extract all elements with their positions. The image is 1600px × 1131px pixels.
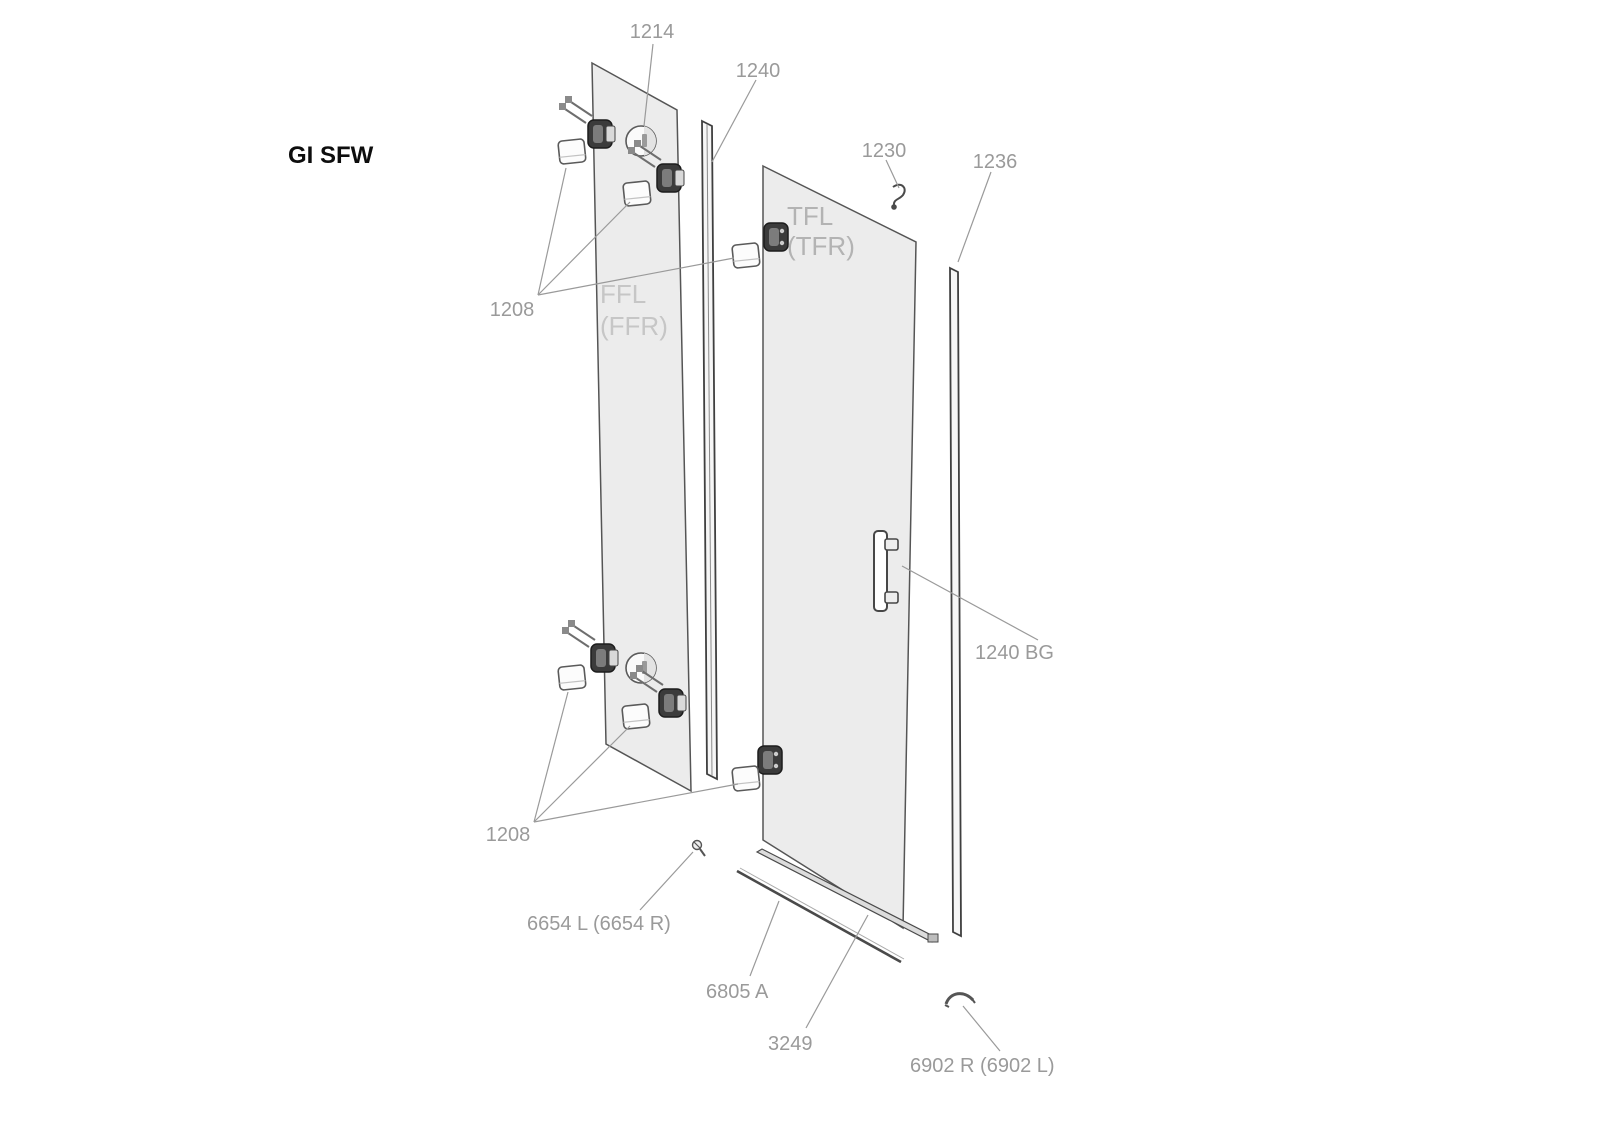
mounting-cap-1208 [621, 702, 651, 731]
diagram-title: GI SFW [288, 142, 374, 169]
leader-lines [533, 43, 1039, 1052]
part-label-1240: 1240 [736, 60, 781, 82]
part-label-1208-bottom: 1208 [486, 824, 531, 846]
door-clamp-top [763, 222, 789, 252]
mounting-cap-1208 [622, 179, 652, 208]
part-label-1230: 1230 [862, 140, 907, 162]
seal-strip-3249 [755, 848, 939, 943]
part-label-1214: 1214 [630, 21, 675, 43]
hook-1230 [891, 183, 906, 210]
part-label-3249: 3249 [768, 1033, 813, 1055]
wall-profile-edge [706, 123, 713, 777]
panel-label-tfl: TFL [787, 201, 833, 231]
part-label-6654: 6654 L (6654 R) [527, 913, 671, 935]
panel-label-ffl: FFL [600, 279, 646, 309]
mounting-cap-1208 [731, 764, 761, 793]
door-clamp-bottom [757, 745, 783, 775]
panel-label-tfr: (TFR) [787, 231, 855, 261]
panel-label-ffr: (FFR) [600, 311, 668, 341]
mounting-cap-1208 [731, 241, 761, 270]
side-profile-1236 [949, 266, 962, 938]
threshold-strip-6805 [736, 867, 905, 964]
door-glass-panel [762, 164, 917, 930]
clip-6902 [944, 992, 976, 1008]
part-label-1236: 1236 [973, 151, 1018, 173]
part-label-6805: 6805 A [706, 981, 769, 1003]
screw-6654 [691, 839, 706, 857]
mounting-cap-1208 [557, 663, 587, 692]
part-label-6902: 6902 R (6902 L) [910, 1055, 1055, 1077]
mounting-cap-1208 [557, 137, 587, 166]
part-label-1208-top: 1208 [490, 299, 535, 321]
part-label-1240bg: 1240 BG [975, 642, 1054, 664]
fixed-glass-panel [591, 61, 692, 793]
door-handle-1240bg [873, 530, 899, 612]
